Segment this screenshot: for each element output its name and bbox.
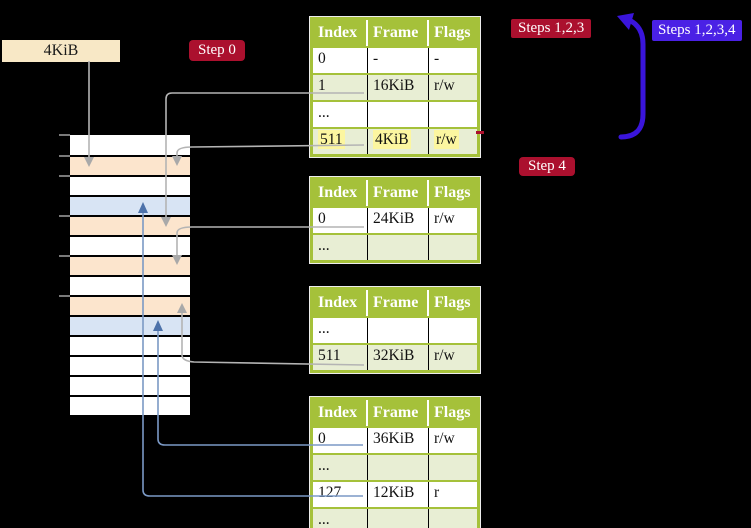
steps-loop-arrow xyxy=(618,18,646,140)
address-tick xyxy=(59,175,70,177)
table-header-cell: Index xyxy=(313,290,368,316)
address-tick xyxy=(59,215,70,217)
table-header-cell: Flags xyxy=(429,20,477,46)
steps-1234-badge: Steps 1,2,3,4 xyxy=(652,20,742,41)
table-cell xyxy=(429,235,477,260)
table-cell: ... xyxy=(313,509,368,528)
table-cell: 0 xyxy=(313,428,368,453)
table-cell: ... xyxy=(313,455,368,480)
step-0-badge: Step 0 xyxy=(189,40,245,61)
table-header-cell: Flags xyxy=(429,290,477,316)
table-header-cell: Index xyxy=(313,20,368,46)
table-cell xyxy=(368,318,429,343)
page-size-box: 4KiB xyxy=(2,40,120,62)
memory-row-peach xyxy=(70,215,190,235)
table-cell: - xyxy=(429,48,477,73)
memory-row-white xyxy=(70,235,190,255)
table-cell xyxy=(368,509,429,528)
table-header-cell: Flags xyxy=(429,180,477,206)
memory-row-peach xyxy=(70,155,190,175)
table-row: ... xyxy=(313,100,477,127)
table-cell xyxy=(368,102,429,127)
memory-row-peach xyxy=(70,295,190,315)
memory-row-blue xyxy=(70,315,190,335)
table-cell: 511 xyxy=(313,345,368,370)
table-cell: - xyxy=(368,48,429,73)
memory-row-white xyxy=(70,275,190,295)
table-row: ... xyxy=(313,316,477,343)
arrowhead-upleft-icon xyxy=(617,13,634,30)
table-cell: r/w xyxy=(429,129,477,154)
table-cell: 0 xyxy=(313,48,368,73)
table-cell: r/w xyxy=(429,345,477,370)
table-cell: ... xyxy=(313,318,368,343)
table-cell xyxy=(368,235,429,260)
address-tick xyxy=(59,255,70,257)
table-cell: r xyxy=(429,482,477,507)
table-row: ... xyxy=(313,233,477,260)
table-cell xyxy=(429,455,477,480)
table-cell xyxy=(368,455,429,480)
table-row: 511 4KiB r/w xyxy=(313,127,477,154)
table-header-cell: Frame xyxy=(368,180,429,206)
table-cell: 16KiB xyxy=(368,75,429,100)
table-cell: 12KiB xyxy=(368,482,429,507)
memory-strip xyxy=(70,135,190,415)
address-tick xyxy=(59,134,70,136)
table-cell: r/w xyxy=(429,428,477,453)
address-tick xyxy=(59,295,70,297)
table-cell: 32KiB xyxy=(368,345,429,370)
table-header-cell: Frame xyxy=(368,400,429,426)
memory-row-peach xyxy=(70,255,190,275)
table-cell: r/w xyxy=(429,75,477,100)
highlighted-value: 511 xyxy=(318,130,345,149)
address-tick xyxy=(59,155,70,157)
table-cell xyxy=(429,318,477,343)
memory-row-white xyxy=(70,375,190,395)
table-row: ... xyxy=(313,507,477,528)
memory-row-white xyxy=(70,395,190,415)
table-row: 0-- xyxy=(313,46,477,73)
table-cell xyxy=(429,509,477,528)
table-cell: 36KiB xyxy=(368,428,429,453)
table-cell: 511 xyxy=(313,129,368,154)
table-header-cell: Index xyxy=(313,180,368,206)
table-cell: 127 xyxy=(313,482,368,507)
table-cell: ... xyxy=(313,102,368,127)
table-header-cell: Frame xyxy=(368,290,429,316)
table-header-cell: Flags xyxy=(429,400,477,426)
table-cell: 24KiB xyxy=(368,208,429,233)
memory-row-white xyxy=(70,135,190,155)
memory-row-blue xyxy=(70,195,190,215)
table-cell: 1 xyxy=(313,75,368,100)
table-cell xyxy=(429,102,477,127)
memory-row-white xyxy=(70,335,190,355)
steps-123-badge: Steps 1,2,3 xyxy=(511,19,592,38)
table-header-cell: Frame xyxy=(368,20,429,46)
table-cell: r/w xyxy=(429,208,477,233)
table-cell: 4KiB xyxy=(368,129,429,154)
table-row: ... xyxy=(313,453,477,480)
memory-row-white xyxy=(70,175,190,195)
table-header-cell: Index xyxy=(313,400,368,426)
step-4-badge: Step 4 xyxy=(519,157,575,176)
highlighted-value: r/w xyxy=(434,130,459,149)
memory-row-white xyxy=(70,355,190,375)
highlighted-value: 4KiB xyxy=(373,130,411,149)
table-cell: 0 xyxy=(313,208,368,233)
table-cell: ... xyxy=(313,235,368,260)
